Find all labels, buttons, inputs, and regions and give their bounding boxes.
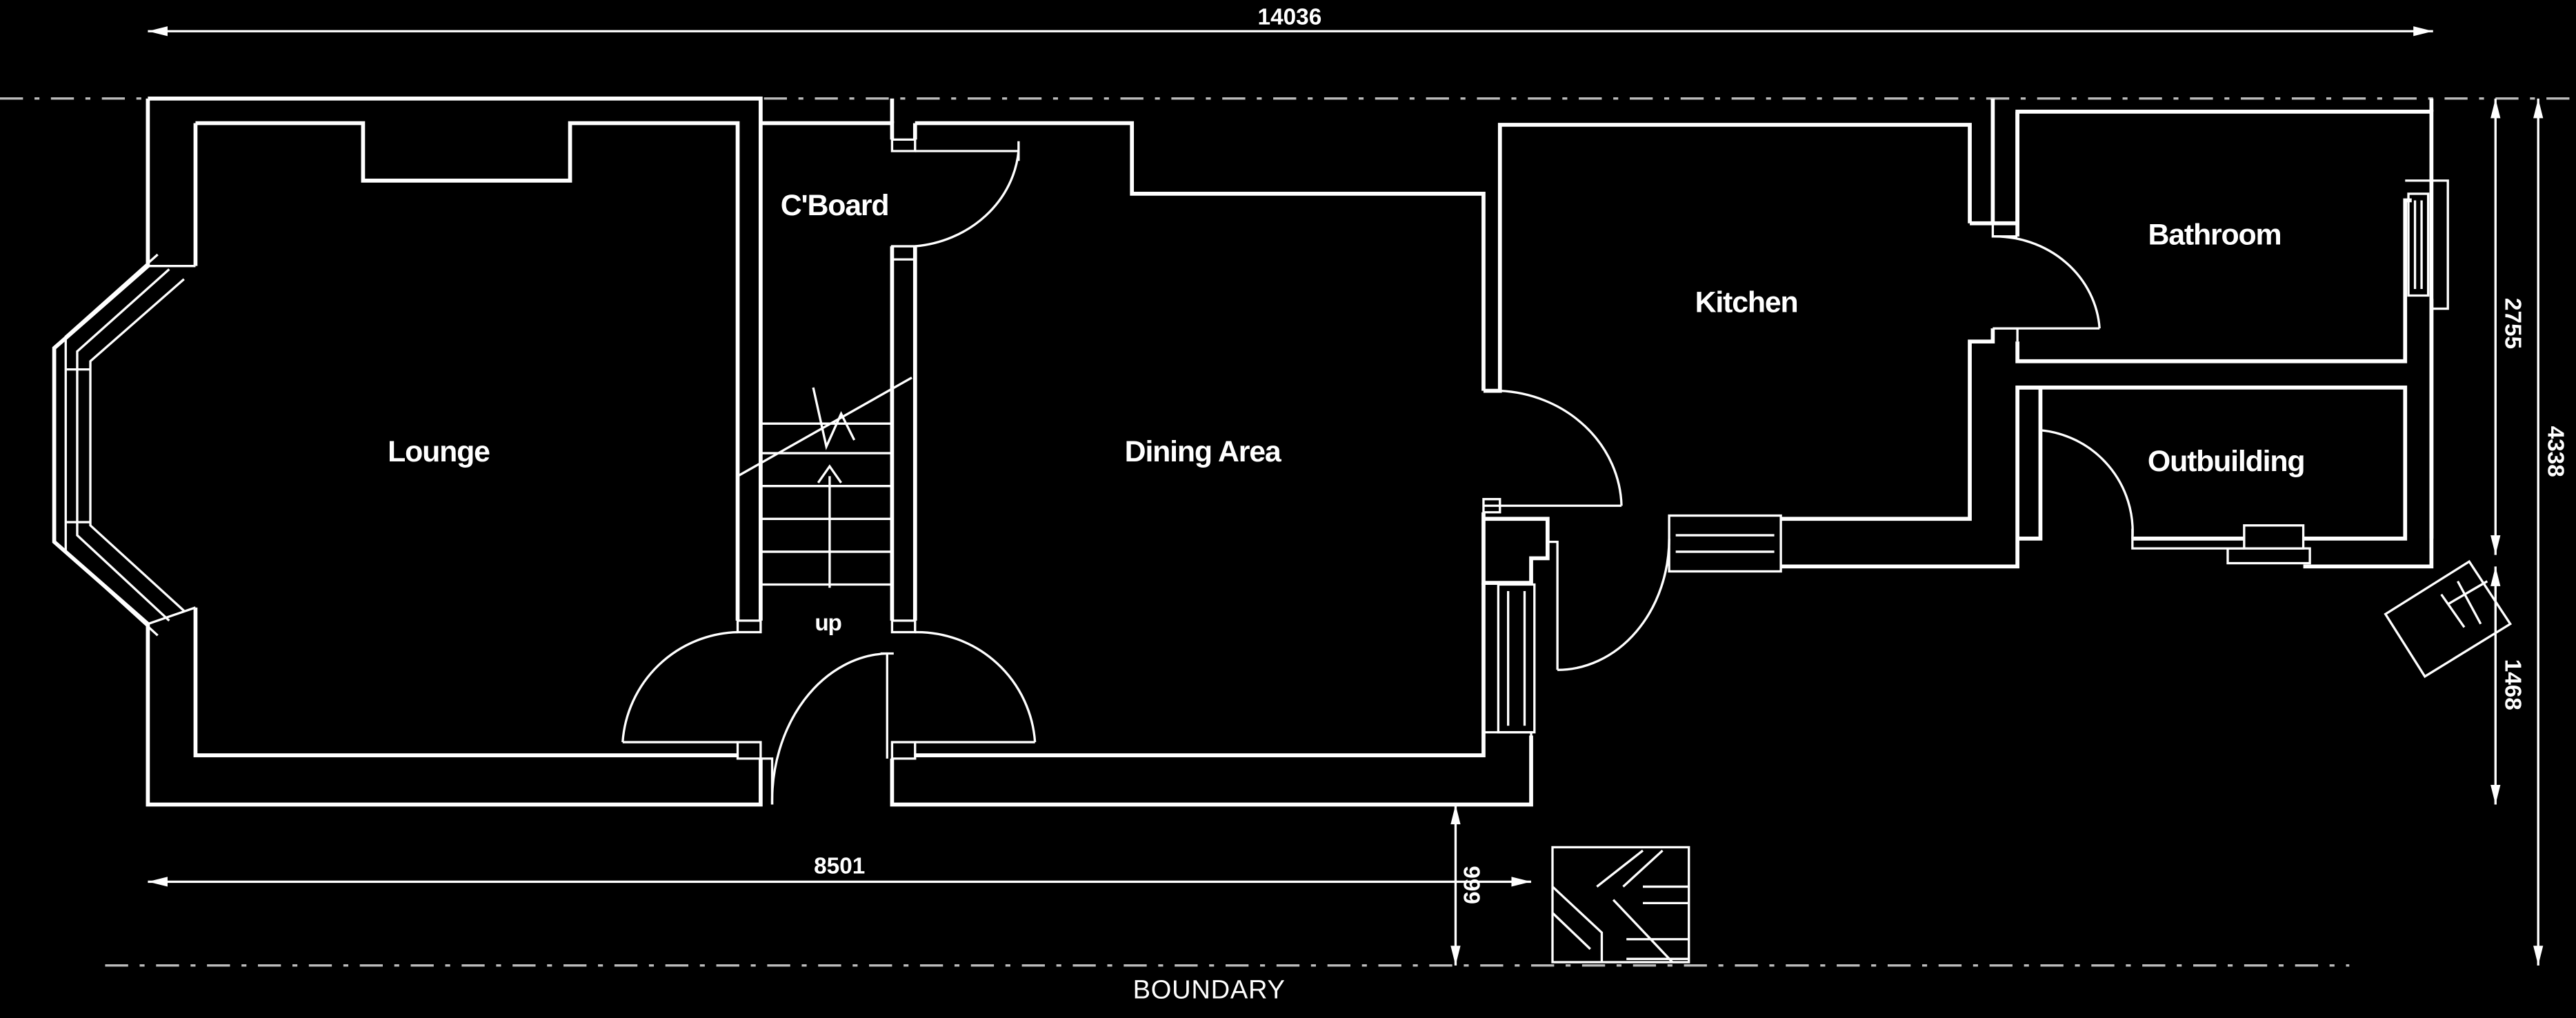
stairs-up-label: up <box>815 610 841 636</box>
dim-side-depth <box>2490 566 2501 805</box>
hall-walls <box>760 98 1486 621</box>
kitchen-walls <box>1781 221 2408 569</box>
bay-window <box>64 253 197 637</box>
room-label-bathroom: Bathroom <box>2148 219 2281 252</box>
dim-side-depth-label: 1468 <box>2500 659 2526 710</box>
room-label-kitchen: Kitchen <box>1695 286 1798 319</box>
drainage-cover <box>1551 846 1690 964</box>
dim-overall-depth-label: 4338 <box>2543 426 2568 477</box>
side-window <box>1483 514 1782 748</box>
staircase <box>737 377 912 588</box>
dim-overall-width-label: 14036 <box>1258 5 1322 30</box>
room-label-dining: Dining Area <box>1125 435 1282 468</box>
dim-overall-width <box>148 26 2433 37</box>
dim-rear-depth-label: 2755 <box>2500 298 2526 349</box>
gully-symbol <box>2384 559 2513 679</box>
dim-front-setback-label: 999 <box>1458 866 1484 904</box>
dim-front-setback <box>1450 804 1461 966</box>
cupboard-door <box>915 141 1020 248</box>
dim-front-width <box>148 877 1532 887</box>
dim-rear-depth <box>2490 98 2501 555</box>
room-label-outbuilding: Outbuilding <box>2148 445 2304 478</box>
dim-front-width-label: 8501 <box>814 854 865 879</box>
front-doors <box>621 619 1037 805</box>
dim-overall-depth <box>2533 98 2544 966</box>
room-label-lounge: Lounge <box>388 435 490 468</box>
outbuilding-walls <box>2017 299 2434 569</box>
boundary-label: BOUNDARY <box>1133 975 1286 1004</box>
room-label-cupboard: C'Board <box>781 189 889 222</box>
dining-walls <box>890 123 1972 807</box>
